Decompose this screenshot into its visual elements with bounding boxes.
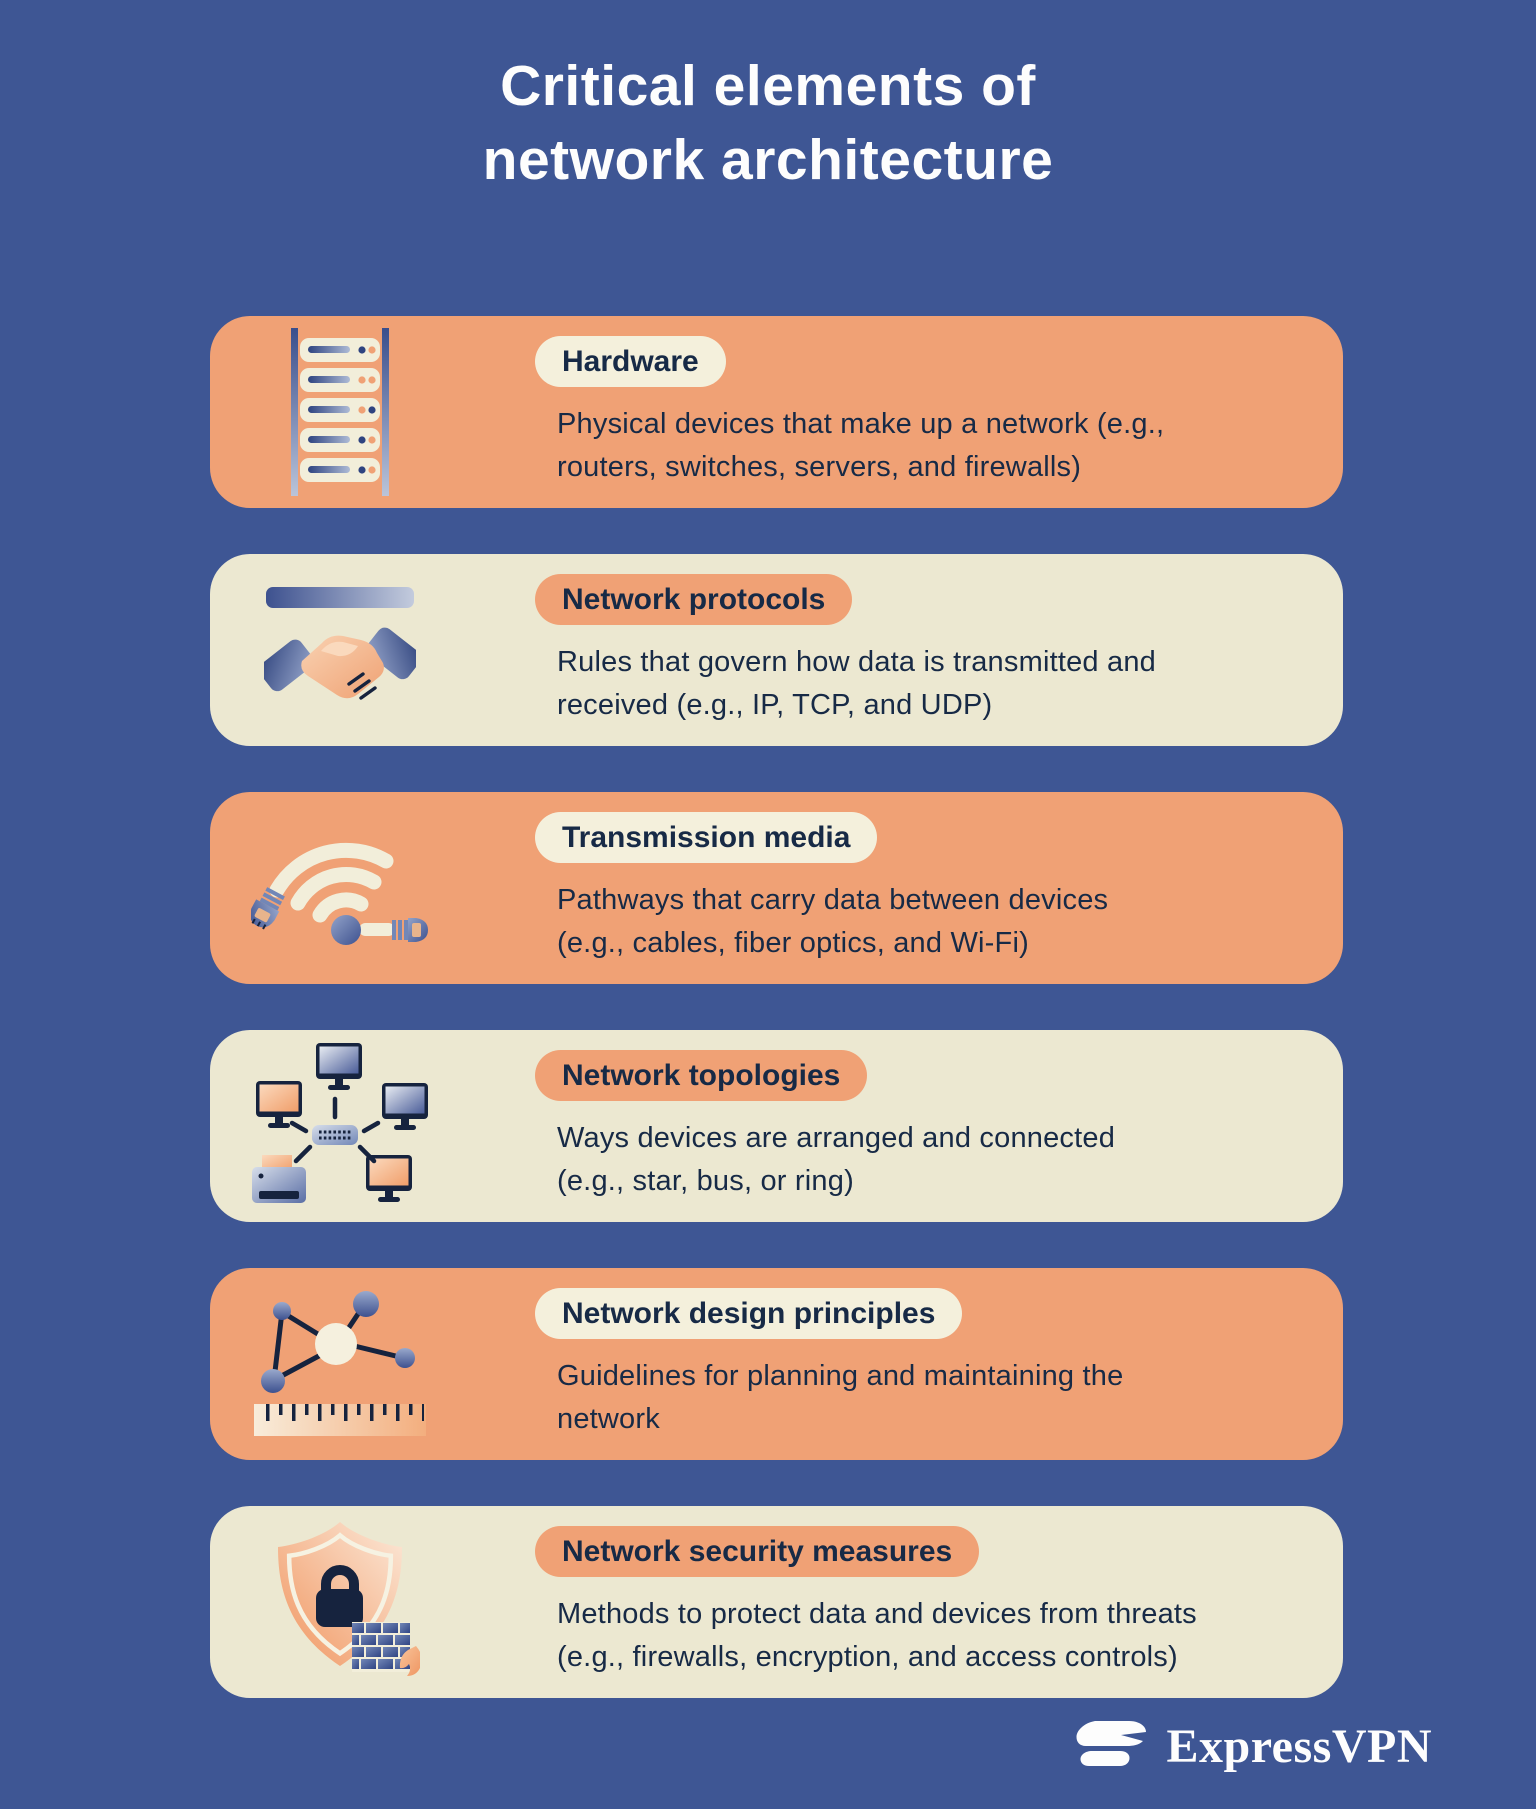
card-network-design-principles: Network design principles Guidelines for… <box>210 1268 1343 1460</box>
card-description: Rules that govern how data is transmitte… <box>557 646 1156 721</box>
card-hardware: Hardware Physical devices that make up a… <box>210 316 1343 508</box>
card-text: Hardware Physical devices that make up a… <box>535 336 1343 487</box>
card-title-badge: Network security measures <box>535 1526 980 1578</box>
card-title-badge: Transmission media <box>535 812 878 864</box>
card-title-badge: Hardware <box>535 336 726 388</box>
brand-wordmark: ExpressVPN <box>1166 1720 1432 1773</box>
card-title-badge: Network protocols <box>535 574 853 626</box>
cable-wifi-icon <box>210 812 535 964</box>
card-network-topologies: Network topologies Ways devices are arra… <box>210 1030 1343 1222</box>
card-description: Guidelines for planning and maintaining … <box>557 1360 1124 1435</box>
shield-lock-icon <box>210 1518 535 1686</box>
star-topology-icon <box>210 1043 535 1209</box>
card-description: Ways devices are arranged and connected … <box>557 1122 1116 1197</box>
server-rack-icon <box>210 328 535 496</box>
card-text: Network topologies Ways devices are arra… <box>535 1050 1343 1201</box>
card-text: Network design principles Guidelines for… <box>535 1288 1343 1439</box>
card-list: Hardware Physical devices that make up a… <box>210 316 1343 1698</box>
card-description: Pathways that carry data between devices… <box>557 884 1109 959</box>
expressvpn-logo-icon <box>1075 1718 1151 1775</box>
card-network-protocols: Network protocols Rules that govern how … <box>210 554 1343 746</box>
card-text: Network protocols Rules that govern how … <box>535 574 1343 725</box>
card-title-badge: Network design principles <box>535 1288 963 1340</box>
card-description: Physical devices that make up a network … <box>557 408 1165 483</box>
card-title-badge: Network topologies <box>535 1050 868 1102</box>
card-text: Network security measures Methods to pro… <box>535 1526 1343 1677</box>
brand-footer: ExpressVPN <box>1075 1718 1432 1775</box>
card-network-security-measures: Network security measures Methods to pro… <box>210 1506 1343 1698</box>
card-text: Transmission media Pathways that carry d… <box>535 812 1343 963</box>
page-title: Critical elements of network architectur… <box>482 54 1054 192</box>
card-description: Methods to protect data and devices from… <box>557 1598 1197 1673</box>
handshake-icon <box>210 587 535 713</box>
graph-ruler-icon <box>210 1290 535 1438</box>
card-transmission-media: Transmission media Pathways that carry d… <box>210 792 1343 984</box>
